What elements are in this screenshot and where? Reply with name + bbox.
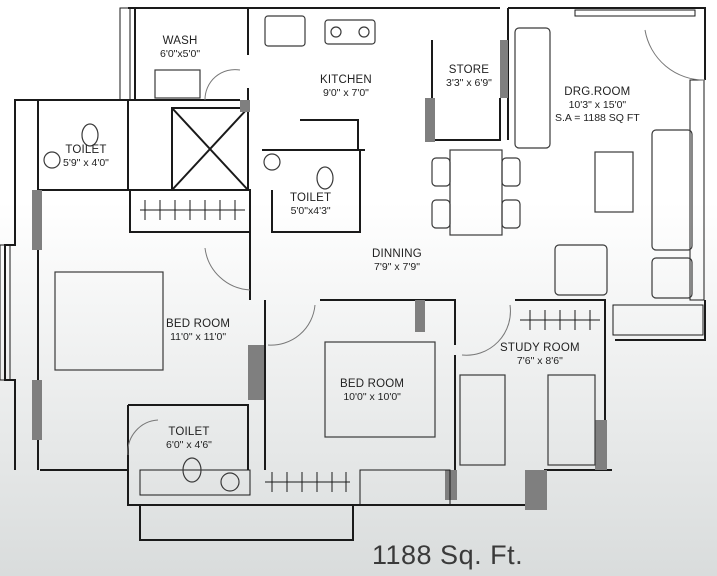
furniture <box>43 15 693 492</box>
room-dims: 3'3" x 6'9" <box>446 77 492 89</box>
pillars <box>32 40 607 510</box>
room-name: TOILET <box>65 144 107 156</box>
room-name: DRG.ROOM <box>564 86 631 98</box>
outer-wall <box>135 7 706 80</box>
room-study: STUDY ROOM 7'6" x 8'6" <box>500 342 580 368</box>
room-wash: WASH 6'0"x5'0" <box>160 35 200 61</box>
wall-bottom-right <box>353 469 612 506</box>
wall-toilet-2 <box>262 149 361 233</box>
total-area-label: 1188 Sq. Ft. <box>372 540 524 570</box>
room-name: TOILET <box>290 192 332 204</box>
room-toilet-2: TOILET 5'0"x4'3" <box>290 192 331 218</box>
room-store: STORE 3'3" x 6'9" <box>446 64 492 90</box>
room-toilet-3: TOILET 6'0" x 4'6" <box>166 426 212 452</box>
room-name: WASH <box>162 35 198 47</box>
room-dinning: DINNING 7'9" x 7'9" <box>372 248 422 274</box>
room-drg: DRG.ROOM 10'3" x 15'0" S.A = 1188 SQ FT <box>555 86 640 125</box>
room-dims: 11'0" x 11'0" <box>170 331 227 343</box>
room-dims: 5'9" x 4'0" <box>63 157 109 169</box>
room-name: DINNING <box>372 248 422 260</box>
shaft <box>171 107 249 191</box>
room-dims: 10'0" x 10'0" <box>343 391 401 403</box>
room-name: BED ROOM <box>166 318 231 330</box>
room-name: BED ROOM <box>340 378 405 390</box>
room-name: STORE <box>448 64 490 76</box>
wall-kitchen-bottom <box>300 119 365 151</box>
wall-toilet-3 <box>127 404 249 470</box>
room-dims: 5'0"x4'3" <box>290 205 331 217</box>
room-name: TOILET <box>168 426 210 438</box>
room-name: STUDY ROOM <box>500 342 580 354</box>
room-bed-2: BED ROOM 10'0" x 10'0" <box>340 378 404 404</box>
room-dims: 10'3" x 15'0" <box>568 99 627 111</box>
room-bed-1: BED ROOM 11'0" x 11'0" <box>166 318 230 344</box>
outer-wall-right <box>615 300 706 341</box>
room-dims: 6'0" x 4'6" <box>166 439 212 451</box>
wall-toilet-1 <box>37 100 129 191</box>
room-dims: 6'0"x5'0" <box>160 48 201 60</box>
wardrobe-bars <box>140 200 600 492</box>
wall-study <box>515 299 606 470</box>
room-name: KITCHEN <box>320 74 372 86</box>
room-dims: 7'6" x 8'6" <box>516 355 563 367</box>
room-dims: 7'9" x 7'9" <box>374 261 420 273</box>
room-note: S.A = 1188 SQ FT <box>555 112 640 124</box>
room-dims: 9'0" x 7'0" <box>322 87 369 99</box>
room-kitchen: KITCHEN 9'0" x 7'0" <box>320 74 372 100</box>
wall-kitchen-store <box>431 40 501 141</box>
room-toilet-1: TOILET 5'9" x 4'0" <box>63 144 109 170</box>
doors <box>127 29 706 456</box>
wall-left-upper <box>4 8 136 470</box>
wall-bed-2 <box>320 299 456 470</box>
